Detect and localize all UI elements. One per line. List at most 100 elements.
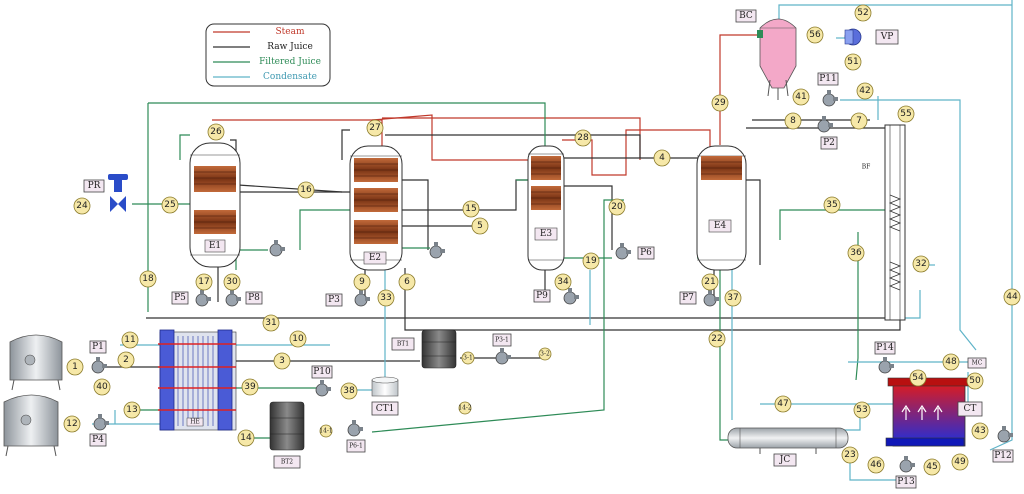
stream-node-label: 54 bbox=[912, 373, 924, 383]
stream-node-label: 35 bbox=[826, 200, 837, 210]
juice-cooler-jc-label: JC bbox=[779, 455, 791, 465]
stream-node-41: 41 bbox=[792, 88, 810, 106]
stream-node-label: 6 bbox=[404, 277, 410, 287]
stream-node-label: 20 bbox=[611, 202, 623, 212]
pump-p61-label: P6-1 bbox=[349, 443, 363, 450]
pump-p5-label: P5 bbox=[174, 293, 186, 303]
stream-node-35: 35 bbox=[823, 196, 841, 214]
juice-cooler-jc: JC bbox=[727, 427, 849, 467]
stream-node-49: 49 bbox=[951, 453, 969, 471]
stream-node-label: 32 bbox=[915, 259, 926, 269]
stream-node-label: 10 bbox=[292, 334, 304, 344]
pump-p1: P1 bbox=[89, 340, 107, 374]
stream-node-55: 55 bbox=[897, 105, 915, 123]
pump-p11-label: P11 bbox=[819, 74, 837, 84]
stream-node-label: 43 bbox=[974, 426, 985, 436]
stream-node-28: 28 bbox=[574, 129, 592, 147]
stream-node-31: 31 bbox=[262, 314, 280, 332]
stream-node-4: 4 bbox=[653, 149, 671, 167]
cooling-tank-ct1: CT1 bbox=[371, 376, 399, 416]
legend-raw-juice-label: Raw Juice bbox=[267, 42, 313, 52]
stream-node-45: 45 bbox=[923, 458, 941, 476]
stream-node-label: 46 bbox=[870, 460, 882, 470]
storage-tank-1 bbox=[9, 334, 63, 391]
stream-node-label: 22 bbox=[711, 334, 722, 344]
vacuum-pump-vp-label: VP bbox=[880, 32, 894, 42]
stream-node-9: 9 bbox=[353, 273, 371, 291]
stream-node-20: 20 bbox=[608, 198, 626, 216]
stream-node-label: 56 bbox=[809, 30, 821, 40]
column-bf: BF bbox=[862, 124, 906, 321]
stream-node-40: 40 bbox=[93, 378, 111, 396]
legend: Steam Raw Juice Filtered Juice Condensat… bbox=[205, 23, 331, 87]
evaporator-e4: E4 bbox=[696, 145, 747, 271]
stream-node-label: 49 bbox=[954, 457, 966, 467]
stream-node-56: 56 bbox=[806, 26, 824, 44]
stream-node-14: 14 bbox=[237, 429, 255, 447]
pump-p1-label: P1 bbox=[92, 342, 104, 352]
legend-steam-label: Steam bbox=[275, 27, 304, 37]
buffer-tank-bt2-label: BT2 bbox=[281, 459, 293, 466]
storage-tank-2 bbox=[3, 394, 59, 457]
evaporator-e3-label: E3 bbox=[540, 229, 553, 239]
stream-node-label: 41 bbox=[795, 92, 806, 102]
buffer-tank-bt1: BT1 bbox=[391, 329, 457, 369]
stream-node-label: 15 bbox=[465, 204, 476, 214]
evaporator-e1-label: E1 bbox=[209, 241, 221, 251]
pump-p61: P6-1 bbox=[346, 420, 366, 453]
stream-node-label: 5 bbox=[477, 221, 483, 231]
pump-p4-label: P4 bbox=[92, 435, 104, 445]
pump-p12: P12 bbox=[992, 426, 1014, 463]
cooling-tank-ct1-label: CT1 bbox=[376, 404, 395, 414]
pump-p8: P8 bbox=[225, 290, 263, 307]
stream-node-label: 33 bbox=[380, 293, 391, 303]
stream-node-6: 6 bbox=[398, 273, 416, 291]
stream-node-46: 46 bbox=[867, 456, 885, 474]
pump-p6: P6 bbox=[615, 243, 655, 260]
stream-node-label: 26 bbox=[210, 127, 222, 137]
pump-p7-label: P7 bbox=[682, 293, 694, 303]
stream-node-label: 16 bbox=[300, 185, 312, 195]
stream-node-label: 14-1 bbox=[319, 428, 332, 435]
stream-node-8: 8 bbox=[784, 112, 802, 130]
stream-node-label: 23 bbox=[844, 450, 855, 460]
pump-p9: P9 bbox=[533, 288, 579, 305]
stream-node-label: 27 bbox=[369, 123, 380, 133]
pump-p3: P3 bbox=[325, 290, 370, 307]
stream-node-label: 2 bbox=[123, 355, 129, 365]
stream-node-label: 9 bbox=[359, 277, 365, 287]
pump-p10: P10 bbox=[311, 365, 333, 397]
stream-node-47: 47 bbox=[774, 395, 792, 413]
pump-unlabeled bbox=[269, 240, 285, 257]
buffer-tank-bt1-label: BT1 bbox=[397, 341, 409, 348]
stream-node-3-1: 3-1 bbox=[461, 351, 475, 365]
evaporator-e2: E2 bbox=[349, 145, 403, 271]
stream-node-39: 39 bbox=[241, 378, 259, 396]
stream-node-1: 1 bbox=[66, 358, 84, 376]
stream-node-38: 38 bbox=[340, 382, 358, 400]
evaporator-e4-label: E4 bbox=[714, 221, 727, 231]
pump-p12-label: P12 bbox=[994, 451, 1012, 461]
pump-p13: P13 bbox=[895, 456, 917, 489]
pump-p6-label: P6 bbox=[640, 248, 652, 258]
mixing-chamber-mc-label: MC bbox=[972, 360, 983, 367]
stream-node-27: 27 bbox=[366, 119, 384, 137]
stream-node-label: 40 bbox=[96, 382, 108, 392]
stream-node-16: 16 bbox=[297, 181, 315, 199]
pump-p8-label: P8 bbox=[248, 293, 260, 303]
stream-node-label: 18 bbox=[142, 274, 154, 284]
stream-node-29: 29 bbox=[711, 94, 729, 112]
stream-node-13: 13 bbox=[123, 401, 141, 419]
stream-node-50: 50 bbox=[966, 372, 984, 390]
stream-node-54: 54 bbox=[909, 369, 927, 387]
column-bf-label: BF bbox=[862, 164, 871, 171]
stream-node-label: 17 bbox=[198, 277, 209, 287]
pump-p10-label: P10 bbox=[313, 367, 331, 377]
stream-node-label: 28 bbox=[577, 133, 589, 143]
stream-node-30: 30 bbox=[223, 273, 241, 291]
stream-node-label: 29 bbox=[714, 98, 726, 108]
stream-node-label: 11 bbox=[124, 335, 135, 345]
stream-node-25: 25 bbox=[161, 196, 179, 214]
stream-node-53: 53 bbox=[853, 401, 871, 419]
